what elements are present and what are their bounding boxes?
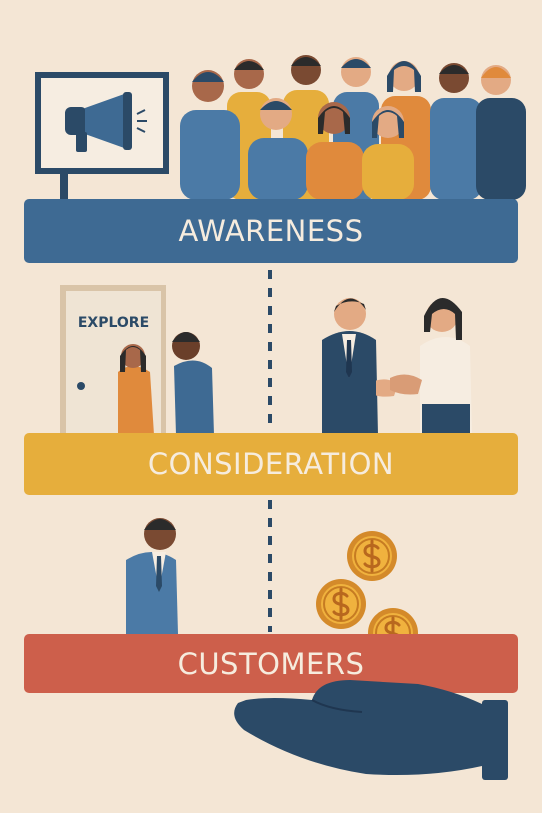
customer-man [126, 518, 178, 634]
billboard [35, 72, 169, 200]
stage-label-consideration: CONSIDERATION [147, 447, 395, 481]
crowd-person [180, 70, 240, 200]
crowd-person [430, 63, 482, 200]
businessman [322, 298, 378, 435]
stage-label-awareness: AWARENESS [178, 214, 364, 248]
explorer-man [172, 332, 214, 435]
crowd-person [476, 65, 526, 200]
crowd [180, 55, 526, 200]
explorer-woman [118, 344, 154, 435]
businesswoman [420, 297, 472, 435]
stage-banner-consideration: CONSIDERATION [24, 433, 518, 495]
crowd-person [248, 98, 308, 200]
handshake-icon [362, 374, 422, 398]
megaphone-icon [65, 92, 147, 152]
door-sign: EXPLORE [77, 315, 150, 331]
stage-banner-awareness: AWARENESS [24, 199, 518, 263]
stage-label-customers: CUSTOMERS [177, 646, 365, 681]
stage-banner-customers: CUSTOMERS [24, 634, 518, 693]
crowd-person [306, 102, 364, 200]
crowd-person [362, 106, 414, 200]
hand-icon [234, 680, 508, 780]
